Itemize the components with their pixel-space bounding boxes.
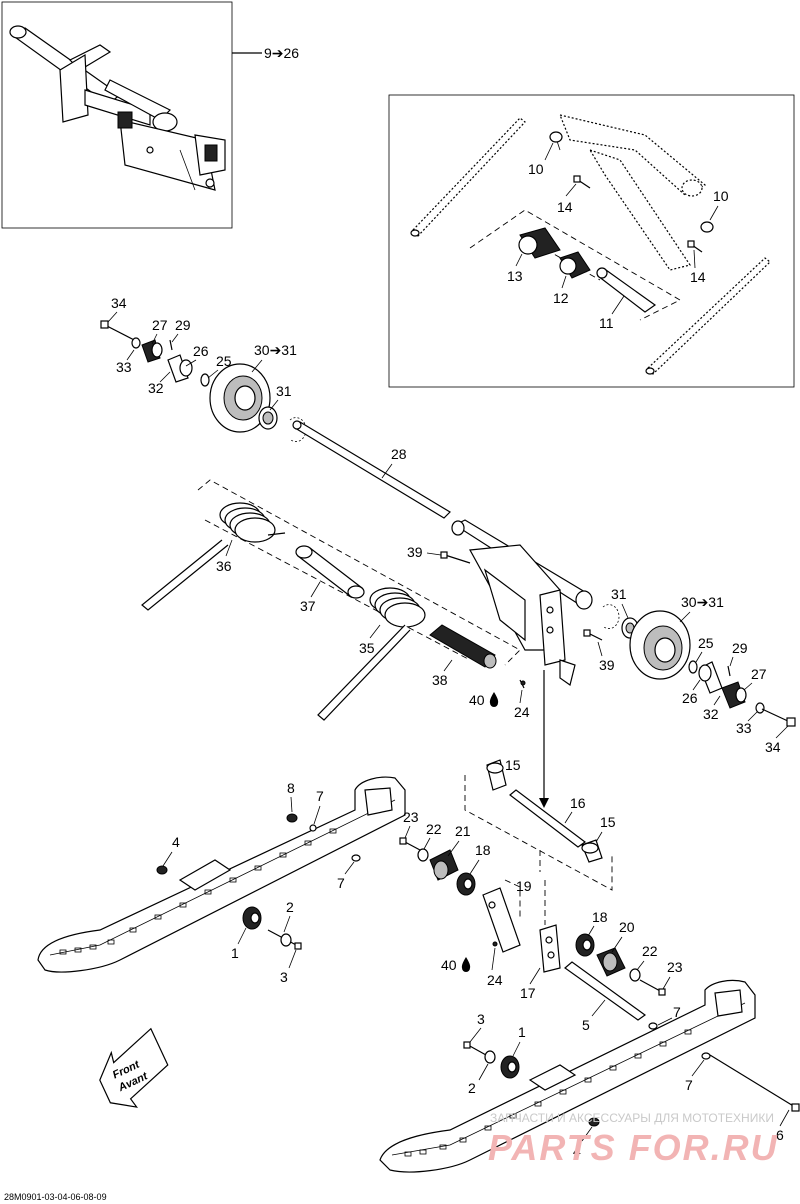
callout-6: 6 [776,1127,784,1143]
callout-7-right: 7 [673,1004,681,1020]
callout-13: 13 [507,268,523,284]
callout-22-left: 22 [426,821,442,837]
callout-18-right: 18 [592,909,608,925]
callout-27-right: 27 [751,666,767,682]
callout-31-right: 31 [611,586,627,602]
callout-12: 12 [553,290,569,306]
reference-code: 28M0901-03-04-06-08-09 [4,1192,107,1202]
callout-10-left: 10 [528,161,544,177]
right-slide-rail [379,979,800,1173]
rear-arm-assembly [141,479,603,721]
callout-39-right: 39 [599,657,615,673]
callout-14-left: 14 [557,199,573,215]
callout-26-right: 26 [682,690,698,706]
callout-27-left: 27 [152,317,168,333]
inset-box-front-arm [388,94,795,388]
callout-24-top: 24 [514,704,530,720]
callout-4-left: 4 [172,834,180,850]
callout-21: 21 [455,823,471,839]
callout-17: 17 [520,985,536,1001]
left-slide-rail [37,776,406,973]
callout-3-right: 3 [477,1011,485,1027]
callout-19: 19 [516,878,532,894]
callout-37: 37 [300,598,316,614]
center-shaft-28 [292,420,451,519]
callout-2-left: 2 [286,899,294,915]
callout-33-left: 33 [116,359,132,375]
callout-11: 11 [599,315,614,331]
front-direction-arrow: Front Avant [99,1027,169,1108]
callout-40-bottom: 40 [441,957,457,973]
callout-34-right: 34 [765,739,781,755]
oil-drop-icon [489,692,499,707]
callout-31-left: 31 [276,383,292,399]
callout-15-top: 15 [505,757,521,773]
callout-5: 5 [582,1017,590,1033]
watermark-brand: PARTS FOR.RU [488,1127,779,1168]
callout-15-bottom: 15 [600,814,616,830]
callout-14-right: 14 [690,269,706,285]
callout-38: 38 [432,672,448,688]
callout-9-26: 9➔26 [264,45,299,61]
callout-7-bottom: 7 [685,1077,693,1093]
callout-26-left: 26 [193,343,209,359]
callout-20: 20 [619,919,635,935]
spring-36 [141,502,286,611]
callout-18-left: 18 [475,842,491,858]
callout-2-right: 2 [468,1080,476,1096]
callout-32-left: 32 [148,380,164,396]
rear-center-links [399,837,666,1030]
callout-29-left: 29 [175,317,191,333]
left-wheel-assembly [100,320,307,442]
callout-33-right: 33 [736,720,752,736]
callout-22-right: 22 [642,943,658,959]
callout-1-left: 1 [231,945,239,961]
callout-1-right: 1 [518,1024,526,1040]
callout-7-mid: 7 [337,875,345,891]
callout-25-right: 25 [698,635,714,651]
callout-35: 35 [359,640,375,656]
callout-3-left: 3 [280,969,288,985]
callout-10-right: 10 [713,188,729,204]
callout-29-right: 29 [732,640,748,656]
callout-24-bottom: 24 [487,972,503,988]
right-wheel-assembly [602,604,796,727]
callout-28: 28 [391,446,407,462]
callout-30-31-right: 30➔31 [681,594,724,610]
callout-7-top: 7 [316,788,324,804]
inset-box-steering [1,1,233,229]
callout-34-left: 34 [111,295,127,311]
callout-23-left: 23 [403,809,419,825]
callout-36: 36 [216,558,232,574]
oil-drop-icon-bottom [461,957,471,972]
callout-40-top: 40 [469,692,485,708]
callout-25-left: 25 [216,353,232,369]
callout-8: 8 [287,780,295,796]
callout-4-right: 4 [573,1143,581,1159]
middle-axle-group [464,759,613,891]
callout-16: 16 [570,795,586,811]
callout-39-top: 39 [407,544,423,560]
callout-32-right: 32 [703,706,719,722]
watermark-tagline: ЗАПЧАСТИ И АКСЕССУАРЫ ДЛЯ МОТОТЕХНИКИ [490,1111,774,1125]
spring-35 [317,587,426,721]
callout-30-31-left: 30➔31 [254,342,297,358]
callout-23-right: 23 [667,959,683,975]
watermark: ЗАПЧАСТИ И АКСЕССУАРЫ ДЛЯ МОТОТЕХНИКИ PA… [488,1111,779,1168]
